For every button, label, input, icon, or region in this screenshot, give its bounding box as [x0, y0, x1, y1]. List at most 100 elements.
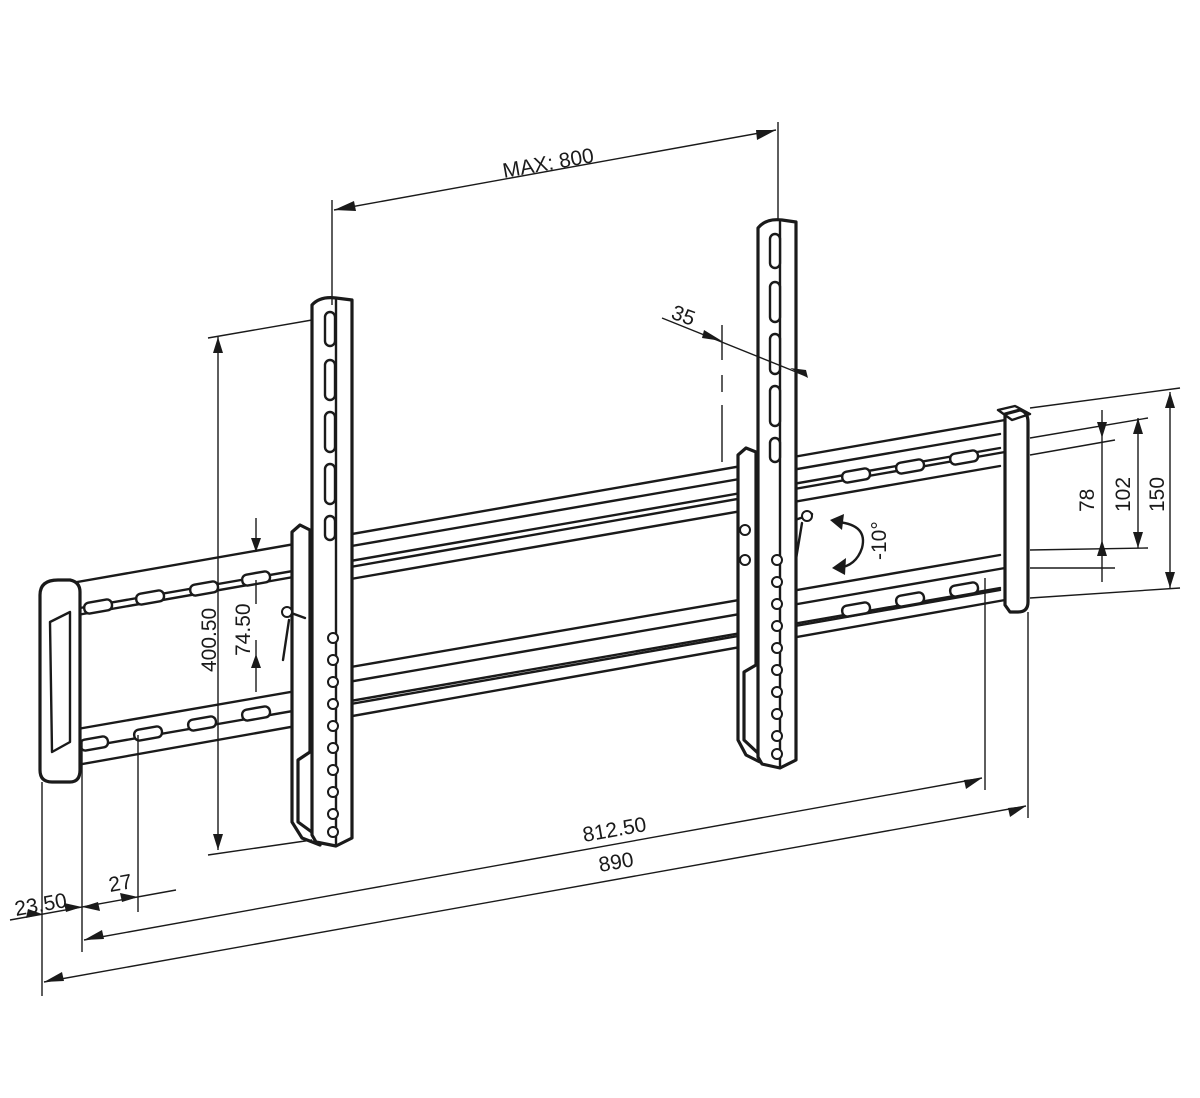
arrowhead [334, 201, 356, 211]
arm-slot [768, 436, 782, 464]
rail-slot [188, 580, 220, 597]
arrowhead [213, 337, 223, 353]
arrowhead [790, 368, 808, 378]
arrowhead [26, 909, 42, 918]
bar-gap-label: 74.50 [232, 603, 255, 656]
arrowhead [251, 654, 261, 668]
dim-arm-width [661, 317, 808, 462]
dimension-line [43, 805, 1027, 983]
arrowhead [84, 930, 104, 940]
extension-line [1029, 547, 1149, 551]
arrowhead [1165, 392, 1175, 408]
right-cap-top [996, 404, 1032, 422]
rail-mid-label: 102 [1112, 477, 1135, 512]
arm-slot [323, 462, 337, 506]
arrowhead [1133, 418, 1143, 434]
arrowhead [64, 903, 82, 912]
arm-hole [327, 676, 339, 688]
arrowhead [756, 130, 776, 140]
arm-width-label: 35 [668, 301, 698, 331]
upper-slot-row [82, 449, 980, 615]
mid-band-bottom [343, 553, 1002, 670]
arm-hole [327, 698, 339, 710]
dimension-line [83, 777, 983, 941]
right-bracket [736, 218, 814, 770]
arrowhead [120, 893, 138, 902]
left-arm-slots [323, 310, 337, 542]
right-latch-knob [801, 510, 813, 522]
arm-slot [768, 280, 782, 324]
arrowhead [44, 972, 64, 982]
rail-slot [894, 591, 926, 608]
extension-line [1029, 387, 1181, 409]
dim-vertical-span [207, 319, 313, 856]
arm-hole [327, 632, 339, 644]
arm-hole [771, 686, 783, 698]
arm-hole [771, 620, 783, 632]
tilt-arrow-icon [830, 514, 865, 575]
arm-slot [323, 310, 337, 348]
arrowhead [964, 778, 982, 789]
arm-hole [771, 554, 783, 566]
arm-hole [771, 748, 783, 760]
left-latch-knob [281, 606, 293, 618]
arrowhead [82, 902, 100, 911]
rail-inner-label: 78 [1076, 489, 1099, 512]
arm-hole [771, 576, 783, 588]
rail-slot [840, 601, 872, 618]
arm-hole [327, 786, 339, 798]
arrowhead [1097, 540, 1107, 556]
arm-hole [327, 720, 339, 732]
arrowhead [1008, 806, 1026, 817]
dimension-line [333, 129, 777, 211]
left-arm-holes [327, 632, 339, 838]
rail-slot [948, 581, 980, 598]
arm-hole [771, 598, 783, 610]
lower-slot-row [78, 581, 980, 752]
arm-hole [327, 764, 339, 776]
arrowhead [1165, 572, 1175, 588]
vertical-span-label: 400.50 [198, 608, 221, 672]
rail-slot [948, 449, 980, 466]
arm-slot [323, 358, 337, 402]
dim-bar-gap [251, 518, 261, 692]
lower-rail-edge [343, 588, 1002, 707]
tilt-arc [836, 520, 865, 570]
arm-hole [327, 808, 339, 820]
extension-line [207, 319, 313, 339]
slot-span-label: 812.50 [581, 813, 648, 847]
max-spacing-label: MAX: 800 [501, 144, 596, 183]
right-arm-holes [771, 554, 783, 760]
arm-slot [323, 514, 337, 542]
arm-slot [768, 332, 782, 376]
arm-slot [323, 410, 337, 454]
right-bracket-bolt [739, 554, 751, 566]
tilt-angle-label: -10° [868, 521, 891, 560]
arm-slot [768, 384, 782, 428]
extension-line [1029, 587, 1181, 599]
upper-rail-edge [338, 432, 1002, 550]
arm-hole [771, 642, 783, 654]
rail-slot [240, 570, 272, 587]
rail-slot [134, 589, 166, 606]
wall-rail [38, 404, 1032, 784]
rail-slot [132, 725, 164, 742]
rail-height-label: 150 [1146, 477, 1169, 512]
extension-line [1029, 439, 1116, 456]
rail-slot [840, 467, 872, 484]
left-hook-plate [290, 523, 322, 847]
arm-hole [771, 664, 783, 676]
extension-line [1029, 417, 1149, 439]
arm-hole [771, 708, 783, 720]
arrowhead [702, 330, 722, 341]
dim-end-offsets [9, 735, 177, 921]
left-cap-inner [48, 610, 72, 754]
mid-band-top [343, 464, 1002, 582]
arm-hole [327, 826, 339, 838]
rail-slot [78, 735, 110, 752]
rail-slot [186, 715, 218, 732]
arm-hole [327, 654, 339, 666]
arrowhead [213, 834, 223, 850]
